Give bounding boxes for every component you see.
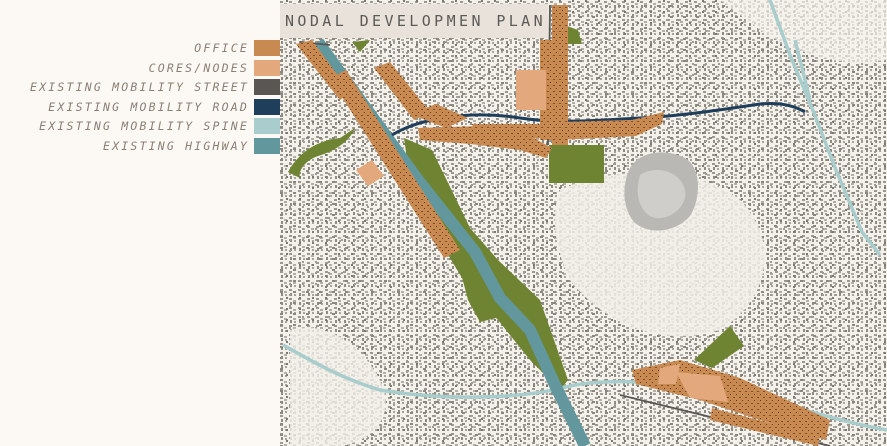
legend-swatch-highway (254, 137, 280, 154)
legend-swatch-mobility-street (254, 79, 280, 95)
legend-label: EXISTING MOBILITY STREET (30, 80, 249, 94)
legend-item-mobility-street: EXISTING MOBILITY STREET (30, 79, 280, 95)
legend-swatch-cores-nodes (254, 59, 280, 76)
legend-label: EXISTING HIGHWAY (103, 138, 249, 153)
legend-swatch-mobility-road (254, 98, 280, 115)
legend-item-mobility-spine: EXISTING MOBILITY SPINE (39, 118, 280, 134)
cores-nodes (356, 70, 728, 402)
map-title: NODAL DEVELOPMEN PLAN (285, 12, 547, 30)
existing-highway (313, 38, 591, 446)
legend-item-mobility-road: EXISTING MOBILITY ROAD (48, 98, 280, 115)
legend-label: OFFICE (194, 41, 249, 55)
legend-swatch-mobility-spine (254, 118, 280, 134)
development-map[interactable] (280, 0, 887, 446)
legend-label: EXISTING MOBILITY ROAD (48, 99, 249, 114)
mobility-road (391, 102, 806, 137)
legend-label: CORES/NODES (148, 60, 249, 75)
legend-label: EXISTING MOBILITY SPINE (39, 119, 249, 133)
map-title-box: NODAL DEVELOPMEN PLAN (280, 4, 548, 38)
legend-swatch-office (254, 40, 280, 56)
lake-inner (637, 170, 686, 219)
legend-item-cores-nodes: CORES/NODES (148, 59, 280, 76)
legend-item-office: OFFICE (194, 40, 280, 56)
legend-item-highway: EXISTING HIGHWAY (103, 137, 280, 154)
